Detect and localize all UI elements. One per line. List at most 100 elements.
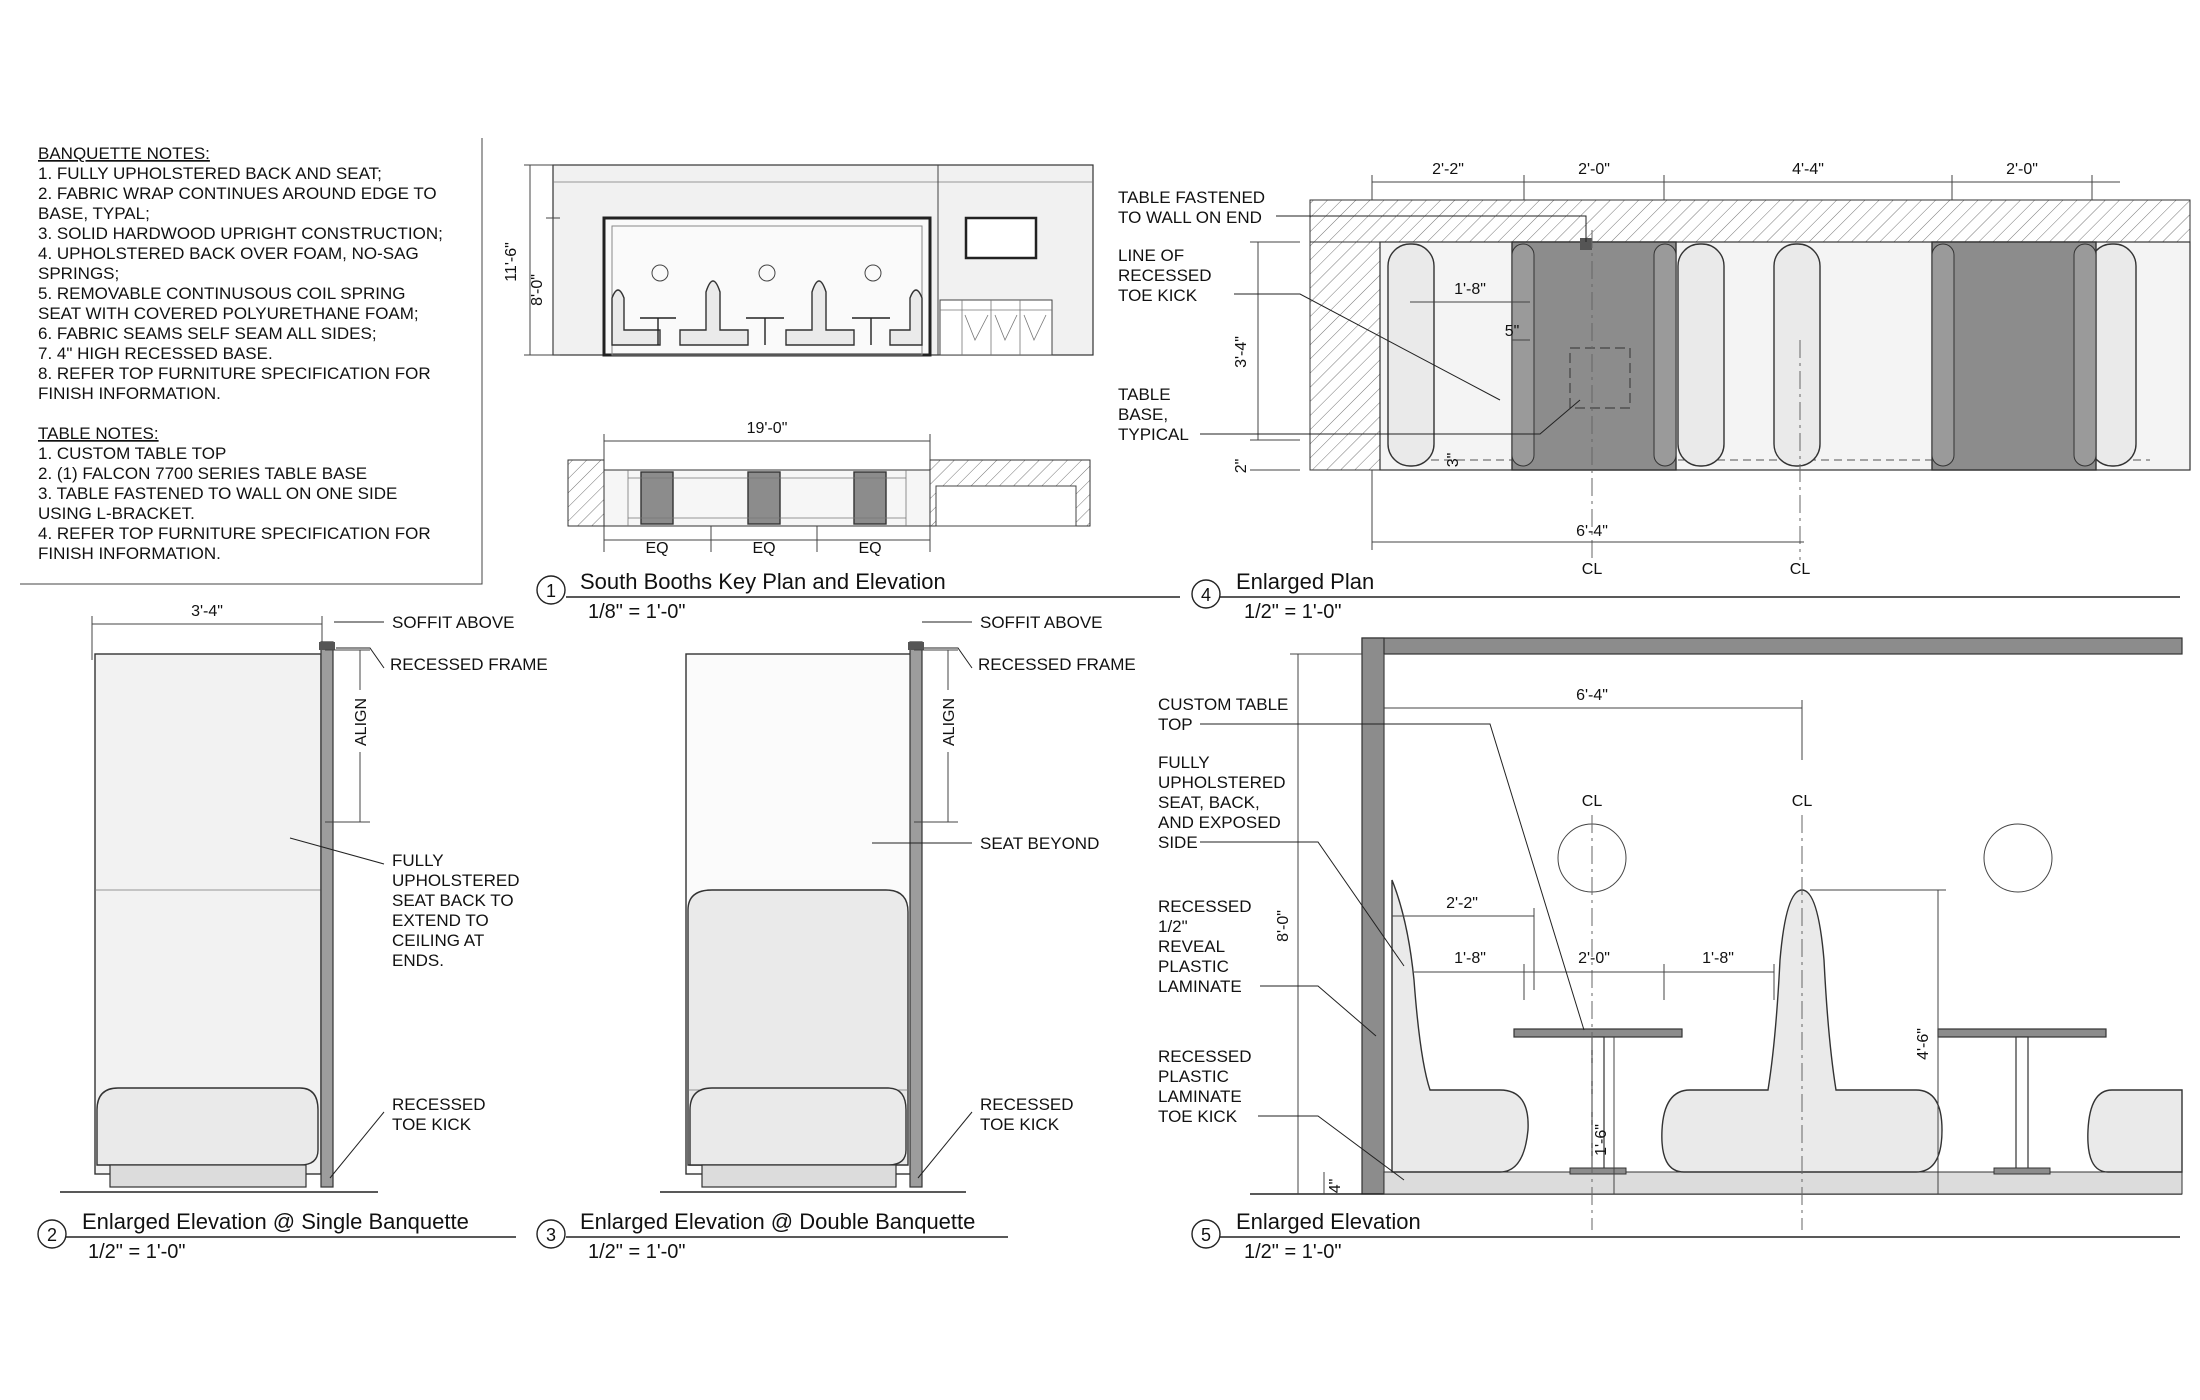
eq-label: EQ [752,540,775,557]
banquette-notes-heading: BANQUETTE NOTES: [38,144,210,163]
dim-plan-length-label: 19'-0" [747,420,788,437]
leader-seat-back [289,837,385,865]
dim-label: 2'-0" [1578,161,1610,178]
detail-scale: 1/8" = 1'-0" [588,601,686,623]
mini-booth-seat [785,280,855,346]
table-note-line: 3. TABLE FASTENED TO WALL ON ONE SIDE [38,484,397,503]
table-note-line: USING L-BRACKET. [38,504,195,523]
dim-seat-width-label: 2'-2" [1446,895,1478,912]
table-note-line: 1. CUSTOM TABLE TOP [38,444,226,463]
end-wall [1361,637,1385,1195]
detail-number-bubble [1191,1219,1221,1249]
label-laminate: PLASTIC [1158,1067,1229,1086]
mini-booth-seat [611,289,661,346]
label-fastened: TO WALL ON END [1118,208,1262,227]
detail-scale: 1/2" = 1'-0" [88,1241,186,1263]
table-notes-heading: TABLE NOTES: [38,424,159,443]
label-upholstered: SIDE [1158,833,1198,852]
notes-border [20,138,483,585]
banquette-note-line: 6. FABRIC SEAMS SELF SEAM ALL SIDES; [38,324,377,343]
mini-booth-seat [889,289,923,346]
wall-hatch [567,459,605,527]
label-table-base: TYPICAL [1118,425,1189,444]
notes-box: BANQUETTE NOTES: 1. FULLY UPHOLSTERED BA… [20,138,483,585]
centerline-symbol: CL [1792,793,1813,810]
leader-toe-kick [917,1111,973,1179]
detail-number-bubble [536,575,566,605]
seat-cushion [96,1087,319,1166]
banquette-note-line: 2. FABRIC WRAP CONTINUES AROUND EDGE TO [38,184,437,203]
label-seat-back: SEAT BACK TO [392,891,514,910]
label-table-base: BASE, [1118,405,1168,424]
detail-number-bubble [1191,579,1221,609]
label-reveal: LAMINATE [1158,977,1242,996]
wall-hatch-top [1309,199,2191,243]
plan-seat-edge [1653,243,1677,467]
soffit [1361,637,2183,655]
label-fastened: TABLE FASTENED [1118,188,1265,207]
plan-cabinet [935,485,1077,527]
detail-scale: 1/2" = 1'-0" [588,1241,686,1263]
label-laminate: TOE KICK [1158,1107,1238,1126]
table-note-line: 2. (1) FALCON 7700 SERIES TABLE BASE [38,464,367,483]
dim-overall-label: 6'-4" [1576,523,1608,540]
detail-scale: 1/2" = 1'-0" [1244,601,1342,623]
recessed-frame [909,641,923,1188]
table-foot [1993,1167,2051,1175]
dim-label: 2'-0" [2006,161,2038,178]
table-base-outline [1569,347,1631,409]
label-table-top: CUSTOM TABLE [1158,695,1288,714]
soffit-cap [319,642,335,650]
table-foot [1569,1167,1627,1175]
label-frame: RECESSED FRAME [978,655,1136,674]
dim-height-label: 8'-0" [1275,910,1292,942]
plan-table-top [747,471,781,525]
detail-4-enlarged-plan: 2'-2" 2'-0" 4'-4" 2'-0" 3'-4" 2" 1'-8" 5… [1118,161,2191,623]
label-reveal: RECESSED [1158,897,1252,916]
detail-1-key-plan: 11'-6" 8'-0" 19'-0" EQ EQ EQ 1 South Boo… [503,164,1180,623]
label-seat-back: EXTEND TO [392,911,489,930]
banquette-note-line: SPRINGS; [38,264,119,283]
detail-title: Enlarged Elevation [1236,1209,1421,1234]
cabinet-swing-marks [964,314,1047,341]
dim-s3: 1'-8" [1702,950,1734,967]
banquette-end [1391,879,1529,1173]
label-soffit: SOFFIT ABOVE [980,613,1103,632]
label-upholstered: UPHOLSTERED [1158,773,1286,792]
banquette-note-line: 8. REFER TOP FURNITURE SPECIFICATION FOR [38,364,431,383]
dim-overall-label: 6'-4" [1576,687,1608,704]
label-recessed: LINE OF [1118,246,1184,265]
pendant-light-icon [651,264,669,282]
dim-s1: 1'-8" [1454,950,1486,967]
detail-5-enlarged-elevation: CL CL 6'-4" 8'-0" 4" 2'-2" 1'-8" 2'-0" 1… [1158,637,2183,1263]
recessed-base [701,1164,897,1188]
dim-back-height-label: 4'-6" [1915,1028,1932,1060]
label-seat-back: CEILING AT [392,931,484,950]
label-table-base: TABLE [1118,385,1171,404]
booth-recess [611,225,923,356]
label-seat-back: ENDS. [392,951,444,970]
wall-hatch-left [1309,241,1381,471]
dim-table-height-label: 1'-6" [1593,1124,1610,1156]
plan-table-top [640,471,674,525]
detail-title: Enlarged Plan [1236,569,1374,594]
banquette-note-line: FINISH INFORMATION. [38,384,221,403]
table-top [1937,1028,2107,1038]
l-bracket [1580,238,1592,250]
label-toe-kick: RECESSED [392,1095,486,1114]
detail-2-single-banquette: 3'-4" ALIGN SOFFIT ABOVE RECESSED FRAME … [37,603,548,1263]
dim-gap-label: 5" [1505,323,1520,340]
table-top [1513,1028,1683,1038]
leader-table-base [1200,399,1581,435]
label-seat-beyond: SEAT BEYOND [980,834,1099,853]
plan-table-top [853,471,887,525]
pendant-light-icon [864,264,882,282]
leader-laminate [1258,1115,1405,1181]
centerline-symbol: CL [1790,561,1811,578]
leader-reveal [1260,985,1377,1037]
banquette-note-line: BASE, TYPAL; [38,204,150,223]
centerline-symbol: CL [1582,793,1603,810]
table-note-line: FINISH INFORMATION. [38,544,221,563]
detail-number: 4 [1201,585,1211,605]
label-table-top: TOP [1158,715,1193,734]
